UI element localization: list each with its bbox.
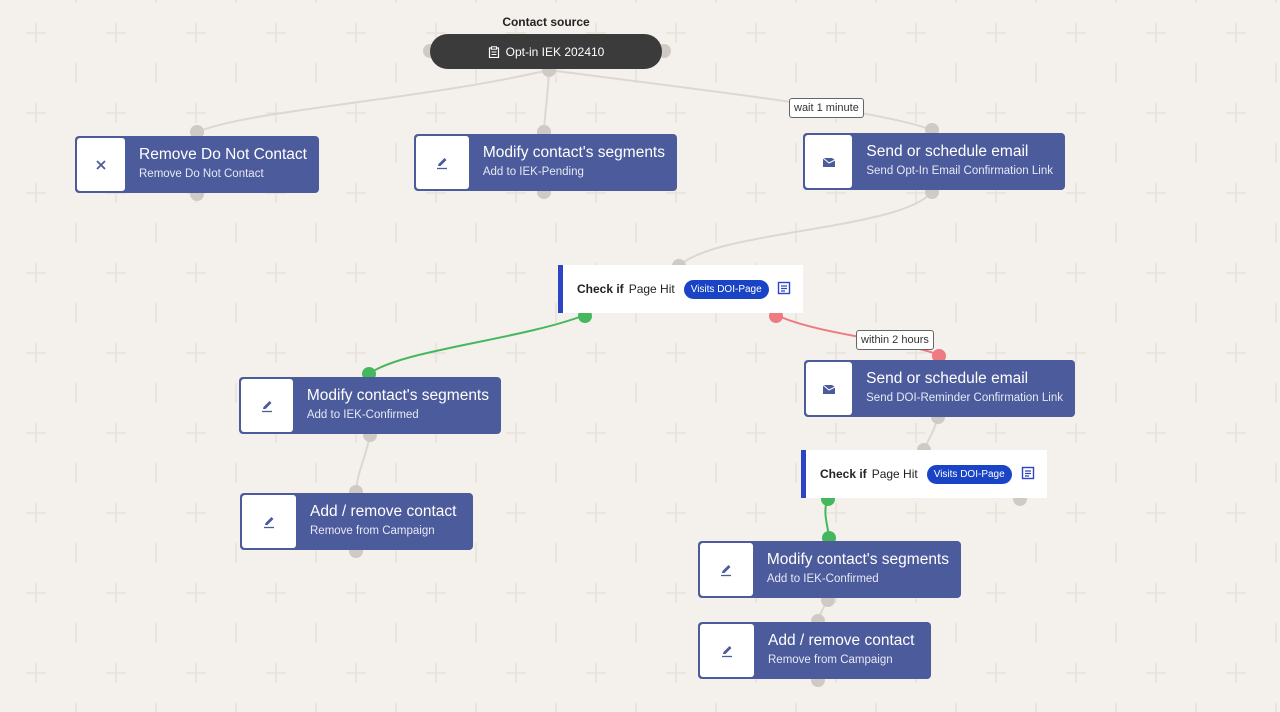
pencil-icon bbox=[721, 564, 732, 576]
action-modify-segments-pending[interactable]: Modify contact's segments Add to IEK-Pen… bbox=[414, 134, 677, 191]
condition-badge: Visits DOI-Page bbox=[926, 464, 1012, 484]
notes-icon[interactable] bbox=[1021, 466, 1035, 480]
pencil-icon bbox=[264, 516, 274, 528]
action-title: Modify contact's segments bbox=[306, 387, 489, 404]
condition-page-hit-1[interactable]: Check if Page Hit Visits DOI-Page bbox=[558, 265, 803, 313]
condition-badge: Visits DOI-Page bbox=[683, 279, 769, 299]
contact-source-title: Contact source bbox=[502, 15, 590, 29]
action-subtitle: Add to IEK-Confirmed bbox=[766, 573, 879, 585]
edge-modify-confirmed-left-to-remove bbox=[355, 434, 371, 491]
pencil-icon bbox=[722, 645, 732, 657]
no-connector-dot[interactable] bbox=[932, 349, 946, 363]
clipboard-icon bbox=[488, 45, 499, 58]
edge-email-optin-to-condition bbox=[679, 191, 933, 266]
delay-label-wait[interactable]: wait 1 minute bbox=[789, 98, 864, 118]
action-subtitle: Add to IEK-Pending bbox=[482, 166, 584, 178]
edge-yes-path-left bbox=[368, 314, 586, 375]
action-title: Add / remove contact bbox=[768, 632, 915, 649]
action-modify-segments-confirmed-left[interactable]: Modify contact's segments Add to IEK-Con… bbox=[239, 377, 501, 434]
action-send-email-optin[interactable]: Send or schedule email Send Opt-In Email… bbox=[803, 133, 1065, 190]
connector-dot[interactable] bbox=[190, 125, 204, 139]
action-remove-campaign-right[interactable]: Add / remove contact Remove from Campaig… bbox=[698, 622, 931, 679]
action-subtitle: Add to IEK-Confirmed bbox=[306, 409, 419, 421]
action-title: Send or schedule email bbox=[866, 143, 1029, 160]
pencil-icon bbox=[437, 157, 448, 169]
edge-source-to-remove-dnc bbox=[196, 69, 550, 133]
close-icon bbox=[96, 159, 106, 170]
condition-page-hit-2[interactable]: Check if Page Hit Visits DOI-Page bbox=[801, 450, 1047, 498]
envelope-icon bbox=[822, 157, 835, 167]
condition-keyword: Check if bbox=[577, 282, 624, 296]
action-title: Modify contact's segments bbox=[766, 551, 949, 568]
envelope-icon bbox=[822, 384, 836, 394]
contact-source-node[interactable]: Opt-in IEK 202410 bbox=[430, 34, 662, 69]
action-title: Add / remove contact bbox=[310, 503, 457, 520]
action-modify-segments-confirmed-right[interactable]: Modify contact's segments Add to IEK-Con… bbox=[698, 541, 961, 598]
action-subtitle: Remove from Campaign bbox=[310, 525, 435, 537]
condition-type: Page Hit bbox=[871, 467, 918, 481]
condition-type: Page Hit bbox=[628, 282, 675, 296]
action-subtitle: Remove Do Not Contact bbox=[139, 168, 264, 180]
action-remove-dnc[interactable]: Remove Do Not Contact Remove Do Not Cont… bbox=[75, 136, 319, 193]
action-send-email-reminder[interactable]: Send or schedule email Send DOI-Reminder… bbox=[804, 360, 1075, 417]
pencil-icon bbox=[261, 400, 272, 412]
delay-label-within[interactable]: within 2 hours bbox=[856, 330, 934, 350]
edge-source-to-email-optin bbox=[548, 69, 933, 131]
action-remove-campaign-left[interactable]: Add / remove contact Remove from Campaig… bbox=[240, 493, 473, 550]
condition-keyword: Check if bbox=[820, 467, 867, 481]
action-subtitle: Send DOI-Reminder Confirmation Link bbox=[866, 392, 1063, 404]
edge-source-to-modify-pending bbox=[543, 69, 550, 133]
action-subtitle: Send Opt-In Email Confirmation Link bbox=[866, 165, 1053, 177]
action-subtitle: Remove from Campaign bbox=[768, 654, 893, 666]
notes-icon[interactable] bbox=[777, 281, 791, 295]
action-title: Modify contact's segments bbox=[482, 144, 665, 161]
action-title: Remove Do Not Contact bbox=[139, 146, 307, 163]
contact-source-name: Opt-in IEK 202410 bbox=[505, 44, 605, 59]
action-title: Send or schedule email bbox=[866, 370, 1029, 387]
